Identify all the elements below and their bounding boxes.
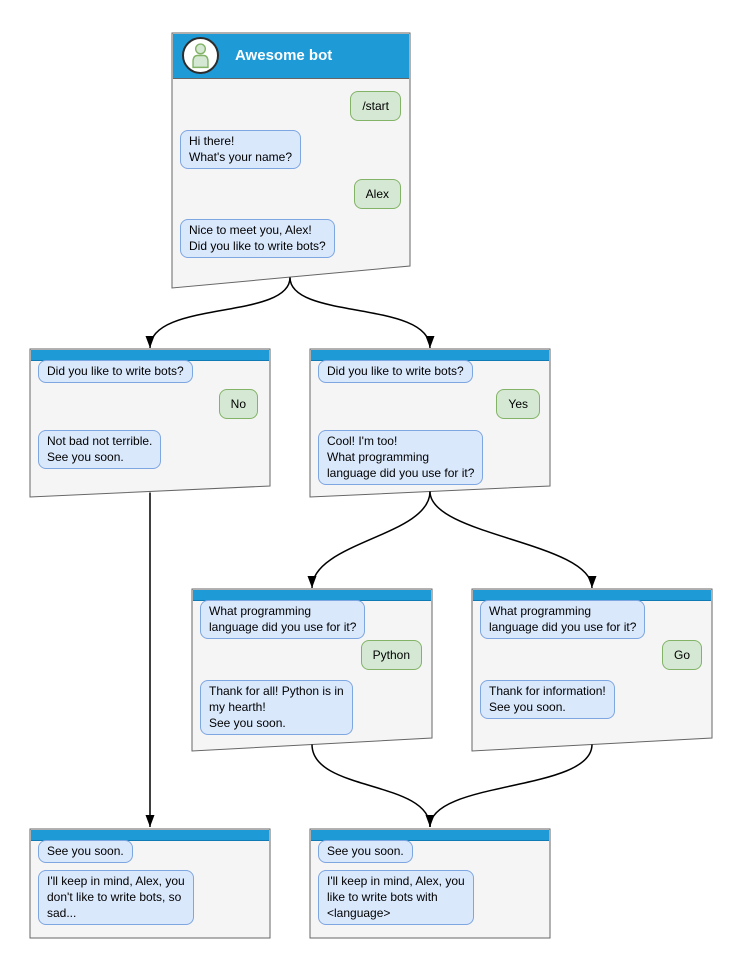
edge-yes-to-go [429, 491, 597, 589]
bot-message-bubble: See you soon. [318, 840, 413, 863]
card-branch-python: What programming language did you use fo… [192, 589, 432, 751]
card-end-yes: See you soon. I'll keep in mind, Alex, y… [310, 829, 550, 940]
edge-go-to-end [429, 744, 593, 828]
bot-message-bubble: Hi there! What's your name? [180, 130, 302, 169]
bot-message-bubble: Did you like to write bots? [38, 360, 193, 383]
edge-python-to-end [311, 744, 435, 828]
card-root: Awesome bot /start Hi there! What's your… [172, 33, 410, 288]
bot-message-bubble: I'll keep in mind, Alex, you don't like … [38, 870, 194, 925]
user-message-bubble: /start [350, 91, 401, 121]
edge-root-to-no [145, 277, 291, 349]
bot-message-bubble: What programming language did you use fo… [200, 600, 366, 639]
avatar [182, 37, 219, 74]
user-message-bubble: Alex [353, 179, 401, 209]
card-branch-go: What programming language did you use fo… [472, 589, 712, 751]
chat-window-title: Awesome bot [235, 47, 333, 64]
edge-yes-to-python [307, 491, 431, 589]
card-header-strip [31, 830, 269, 841]
card-branch-yes: Did you like to write bots? Yes Cool! I'… [310, 349, 550, 497]
bot-message-bubble: Thank for all! Python is in my hearth! S… [200, 680, 353, 735]
bot-message-bubble: Thank for information! See you soon. [480, 680, 615, 719]
person-icon [192, 43, 209, 69]
edge-root-to-yes [289, 277, 435, 349]
card-end-no: See you soon. I'll keep in mind, Alex, y… [30, 829, 270, 940]
user-message-bubble: No [218, 389, 258, 419]
user-message-bubble: Python [360, 640, 422, 670]
bot-message-bubble: See you soon. [38, 840, 133, 863]
bot-message-bubble: Cool! I'm too! What programming language… [318, 430, 484, 485]
bot-message-bubble: Not bad not terrible. See you soon. [38, 430, 162, 469]
bot-message-bubble: Nice to meet you, Alex! Did you like to … [180, 219, 335, 258]
bot-message-bubble: I'll keep in mind, Alex, you like to wri… [318, 870, 474, 925]
bot-message-bubble: Did you like to write bots? [318, 360, 473, 383]
user-message-bubble: Go [661, 640, 702, 670]
chat-window-header: Awesome bot [173, 34, 409, 79]
card-header-strip [311, 830, 549, 841]
user-message-bubble: Yes [496, 389, 540, 419]
bot-message-bubble: What programming language did you use fo… [480, 600, 646, 639]
card-branch-no: Did you like to write bots? No Not bad n… [30, 349, 270, 497]
